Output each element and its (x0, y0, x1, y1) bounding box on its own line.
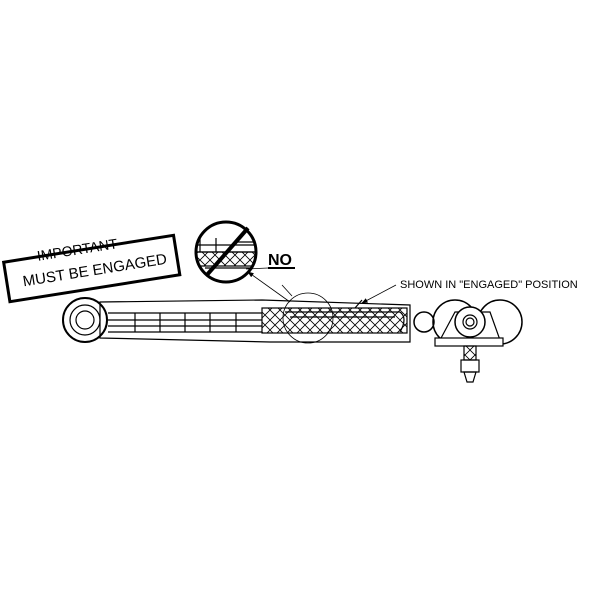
track-rod (62, 284, 411, 344)
important-label: IMPORTANT MUST BE ENGAGED (1, 233, 182, 304)
no-label: NO (268, 252, 292, 269)
prohibited-slash (204, 226, 250, 278)
no-leader-arrow (247, 271, 291, 303)
label-box (1, 233, 182, 304)
engaged-leader-arrow (361, 284, 397, 304)
no-detail-circle (194, 220, 258, 284)
engaged-position-label: SHOWN IN "ENGAGED" POSITION (400, 279, 578, 291)
detail-callout-circle (282, 292, 334, 344)
trolley-wheels (413, 299, 523, 383)
